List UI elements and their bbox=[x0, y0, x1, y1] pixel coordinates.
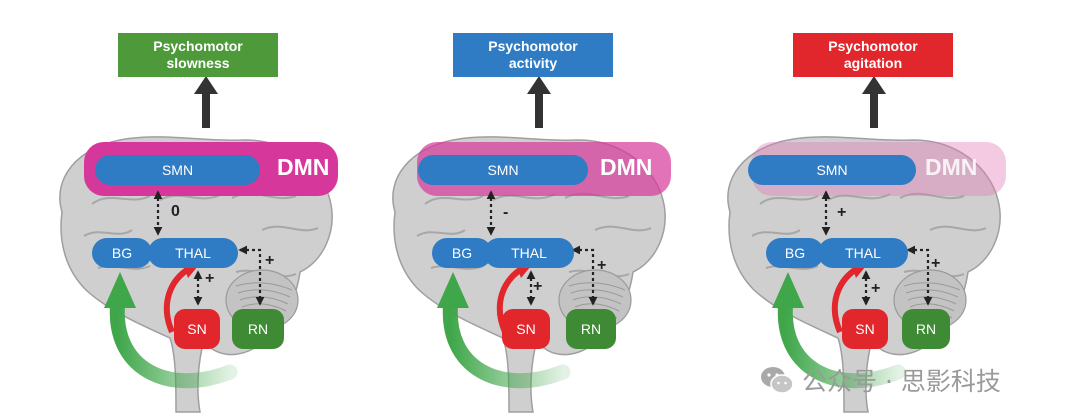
thal-sn-sign: + bbox=[533, 278, 543, 295]
red-arrow bbox=[831, 265, 860, 334]
red-arrow bbox=[163, 265, 192, 334]
green-loop-arrow bbox=[777, 292, 906, 389]
thal-rn-connection bbox=[238, 245, 265, 306]
brain-gyrus bbox=[261, 225, 319, 232]
brain-gyrus bbox=[594, 225, 652, 232]
output-label-slowness: Psychomotor slowness bbox=[118, 33, 278, 77]
sn-node: SN bbox=[174, 309, 220, 349]
output-arrow-shaft bbox=[202, 92, 210, 128]
sn-node: SN bbox=[502, 309, 550, 349]
smn-node: SMN bbox=[95, 155, 260, 185]
output-arrow-head bbox=[194, 76, 218, 94]
thal-sn-sign: + bbox=[871, 280, 881, 297]
sn-node: SN bbox=[842, 309, 888, 349]
watermark-text: 公众号 · 思影科技 bbox=[802, 367, 1001, 396]
thal-rn-sign: + bbox=[597, 257, 607, 274]
bg-node: BG bbox=[92, 238, 152, 268]
dmn-label: DMN bbox=[277, 154, 330, 180]
thal-rn-sign: + bbox=[265, 252, 275, 269]
brain-gyrus bbox=[424, 195, 484, 205]
green-arrow-head bbox=[437, 272, 469, 308]
brain-gyrus bbox=[827, 193, 891, 201]
brain-gyrus bbox=[416, 229, 466, 237]
brain-gyrus bbox=[929, 225, 987, 232]
rn-node: RN bbox=[566, 309, 616, 349]
smn-thal-sign: 0 bbox=[171, 203, 180, 220]
brain-gyrus bbox=[899, 192, 965, 200]
wechat-icon bbox=[761, 367, 794, 394]
brain-gyrus bbox=[159, 193, 223, 201]
output-label-activity: Psychomotor activity bbox=[453, 33, 613, 77]
thal-node: THAL bbox=[484, 238, 574, 268]
watermark: 公众号 · 思影科技 bbox=[760, 362, 1001, 398]
dmn-label: DMN bbox=[925, 154, 978, 180]
brain-gyrus bbox=[83, 229, 133, 237]
rn-node: RN bbox=[902, 309, 950, 349]
green-arrow-head bbox=[104, 272, 136, 308]
output-arrow-head bbox=[527, 76, 551, 94]
smn-node: SMN bbox=[748, 155, 916, 185]
smn-thal-sign: - bbox=[503, 204, 509, 221]
thal-node: THAL bbox=[148, 238, 238, 268]
bg-node: BG bbox=[432, 238, 492, 268]
green-loop-arrow bbox=[442, 292, 571, 389]
brain-gyrus bbox=[759, 195, 819, 205]
brain-gyrus bbox=[492, 193, 556, 201]
smn-thal-sign: + bbox=[837, 204, 847, 221]
rn-node: RN bbox=[232, 309, 284, 349]
bg-node: BG bbox=[766, 238, 824, 268]
thal-rn-connection bbox=[571, 245, 598, 306]
dmn-label: DMN bbox=[600, 154, 653, 180]
thal-rn-connection bbox=[906, 245, 933, 306]
output-label-agitation: Psychomotor agitation bbox=[793, 33, 953, 77]
smn-node: SMN bbox=[418, 155, 588, 185]
thal-node: THAL bbox=[818, 238, 908, 268]
green-loop-arrow bbox=[109, 292, 238, 389]
brain-gyrus bbox=[91, 195, 151, 205]
output-arrow-shaft bbox=[535, 92, 543, 128]
thal-sn-sign: + bbox=[205, 270, 215, 287]
brain-gyrus bbox=[751, 229, 801, 237]
output-arrow-head bbox=[862, 76, 886, 94]
output-arrow-shaft bbox=[870, 92, 878, 128]
thal-rn-sign: + bbox=[931, 255, 941, 272]
green-arrow-head bbox=[772, 272, 804, 308]
